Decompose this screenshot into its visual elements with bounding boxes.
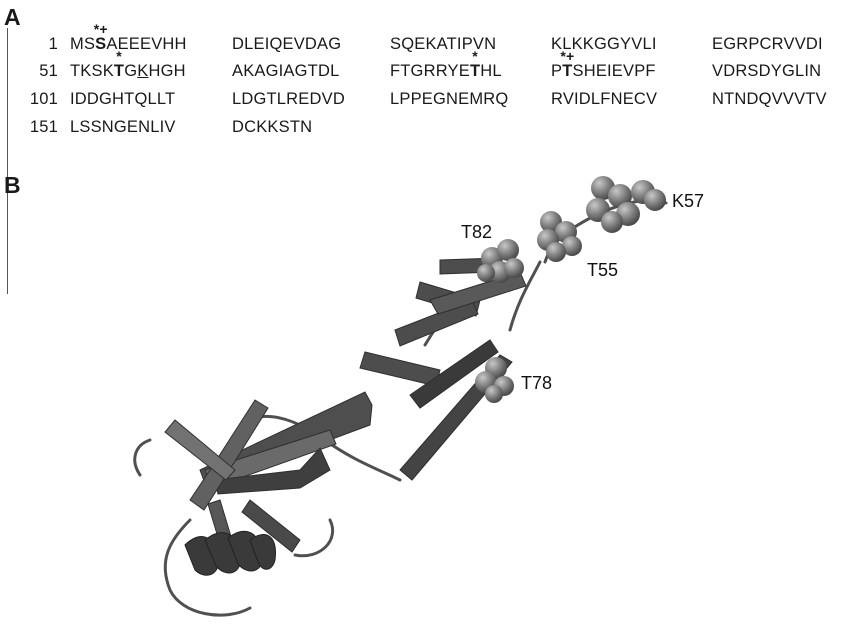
t55-spheres: [537, 211, 582, 262]
sequence-row-number: 1: [0, 35, 58, 54]
sequence-segment: TKSK: [70, 62, 114, 80]
sequence-segment: P: [551, 62, 562, 80]
phosphosite-letter: T: [114, 62, 124, 80]
sequence-segment: SHEIEVPF: [573, 62, 656, 80]
sequence-block: FTGRRYE*THL: [390, 62, 502, 81]
sequence-block: AKAGIAGTDL: [232, 62, 339, 81]
k57-spheres: [586, 176, 666, 233]
sequence-block: NTNDQVVVTV: [712, 90, 827, 109]
phosphosite-residue: *T: [114, 62, 124, 81]
phosphosite-marker: *: [472, 49, 478, 63]
phosphosite-residue: *T: [470, 62, 480, 81]
sequence-block: LPPEGNEMRQ: [390, 90, 508, 109]
phosphosite-marker: *+: [560, 49, 574, 63]
sequence-block: IDDGHTQLLT: [70, 90, 175, 109]
sequence-block: VDRSDYGLIN: [712, 62, 821, 81]
label-t82: T82: [461, 222, 492, 243]
sequence-row: 151 LSSNGENLIV DCKKSTN: [0, 118, 845, 142]
phosphosite-residue: *+S: [95, 35, 106, 54]
sequence-block: EGRPCRVVDI: [712, 35, 823, 54]
sequence-row-number: 151: [0, 118, 58, 137]
phosphosite-letter: T: [470, 62, 480, 80]
sequence-segment: G: [124, 62, 137, 80]
sequence-block: SQEKATIPVN: [390, 35, 496, 54]
sequence-block: DCKKSTN: [232, 118, 312, 137]
panel-a-letter: A: [4, 6, 21, 29]
sequence-block: DLEIQEVDAG: [232, 35, 341, 54]
phosphosite-letter: S: [95, 35, 106, 53]
sequence-block: LDGTLREDVD: [232, 90, 345, 109]
sequence-block: RVIDLFNECV: [551, 90, 657, 109]
sequence-row-number: 101: [0, 90, 58, 109]
phosphosite-letter: T: [562, 62, 572, 80]
label-k57: K57: [672, 191, 704, 212]
sequence-block: P*+TSHEIEVPF: [551, 62, 656, 81]
sequence-segment: FTGRRYE: [390, 62, 470, 80]
sequence-row-number: 51: [0, 62, 58, 81]
alpha-helix: [185, 531, 275, 575]
sequence-block: TKSK*TGKHGH: [70, 62, 186, 81]
sequence-row: 101 IDDGHTQLLT LDGTLREDVD LPPEGNEMRQ RVIDLFN…: [0, 90, 845, 114]
sequence-segment: MS: [70, 35, 95, 53]
label-t55: T55: [587, 260, 618, 281]
sequence-block: MS*+SAEEEVHH: [70, 35, 187, 54]
sequence-segment: HL: [480, 62, 502, 80]
protein-structure-ribbon: [0, 160, 845, 631]
underlined-residue: K: [137, 62, 148, 80]
t82-spheres: [477, 239, 524, 283]
sequence-block: LSSNGENLIV: [70, 118, 176, 137]
phosphosite-residue: *+T: [562, 62, 572, 81]
sequence-segment: HGH: [148, 62, 185, 80]
label-t78: T78: [521, 373, 552, 394]
phosphosite-marker: *+: [94, 22, 108, 36]
phosphosite-marker: *: [116, 49, 122, 63]
